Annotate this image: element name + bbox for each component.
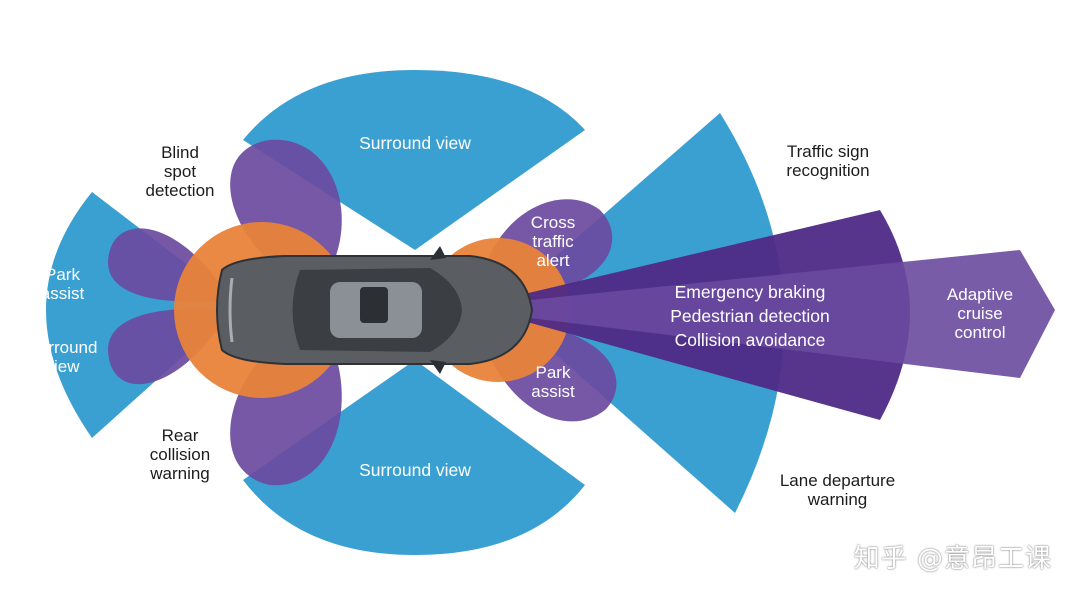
- front-center-label: Emergency braking Pedestrian detection C…: [670, 282, 830, 350]
- adaptive-cruise-label: Adaptive cruise control: [946, 285, 1014, 342]
- surround-view-top-zone: [243, 70, 585, 250]
- lane-departure-label: Lane departure warning: [779, 471, 896, 509]
- rear-collision-label: Rear collision warning: [149, 426, 211, 483]
- rear-surround-view-label: Surround view: [27, 338, 98, 376]
- rear-park-assist-label: Park assist: [40, 265, 85, 303]
- surround-view-top-label: Surround view: [359, 133, 471, 153]
- adaptive-cruise-zone: [530, 250, 1055, 378]
- watermark: 知乎 @意昂工课: [853, 544, 1052, 574]
- blind-spot-label: Blind spot detection: [145, 143, 215, 200]
- surround-view-bottom-zone: [243, 360, 585, 555]
- front-park-assist-label: Park assist: [531, 363, 575, 401]
- car-top-view-icon: [216, 246, 534, 374]
- traffic-sign-label: Traffic sign recognition: [786, 142, 870, 180]
- surround-view-bottom-label: Surround view: [359, 460, 471, 480]
- cross-traffic-label: Cross traffic alert: [530, 213, 576, 270]
